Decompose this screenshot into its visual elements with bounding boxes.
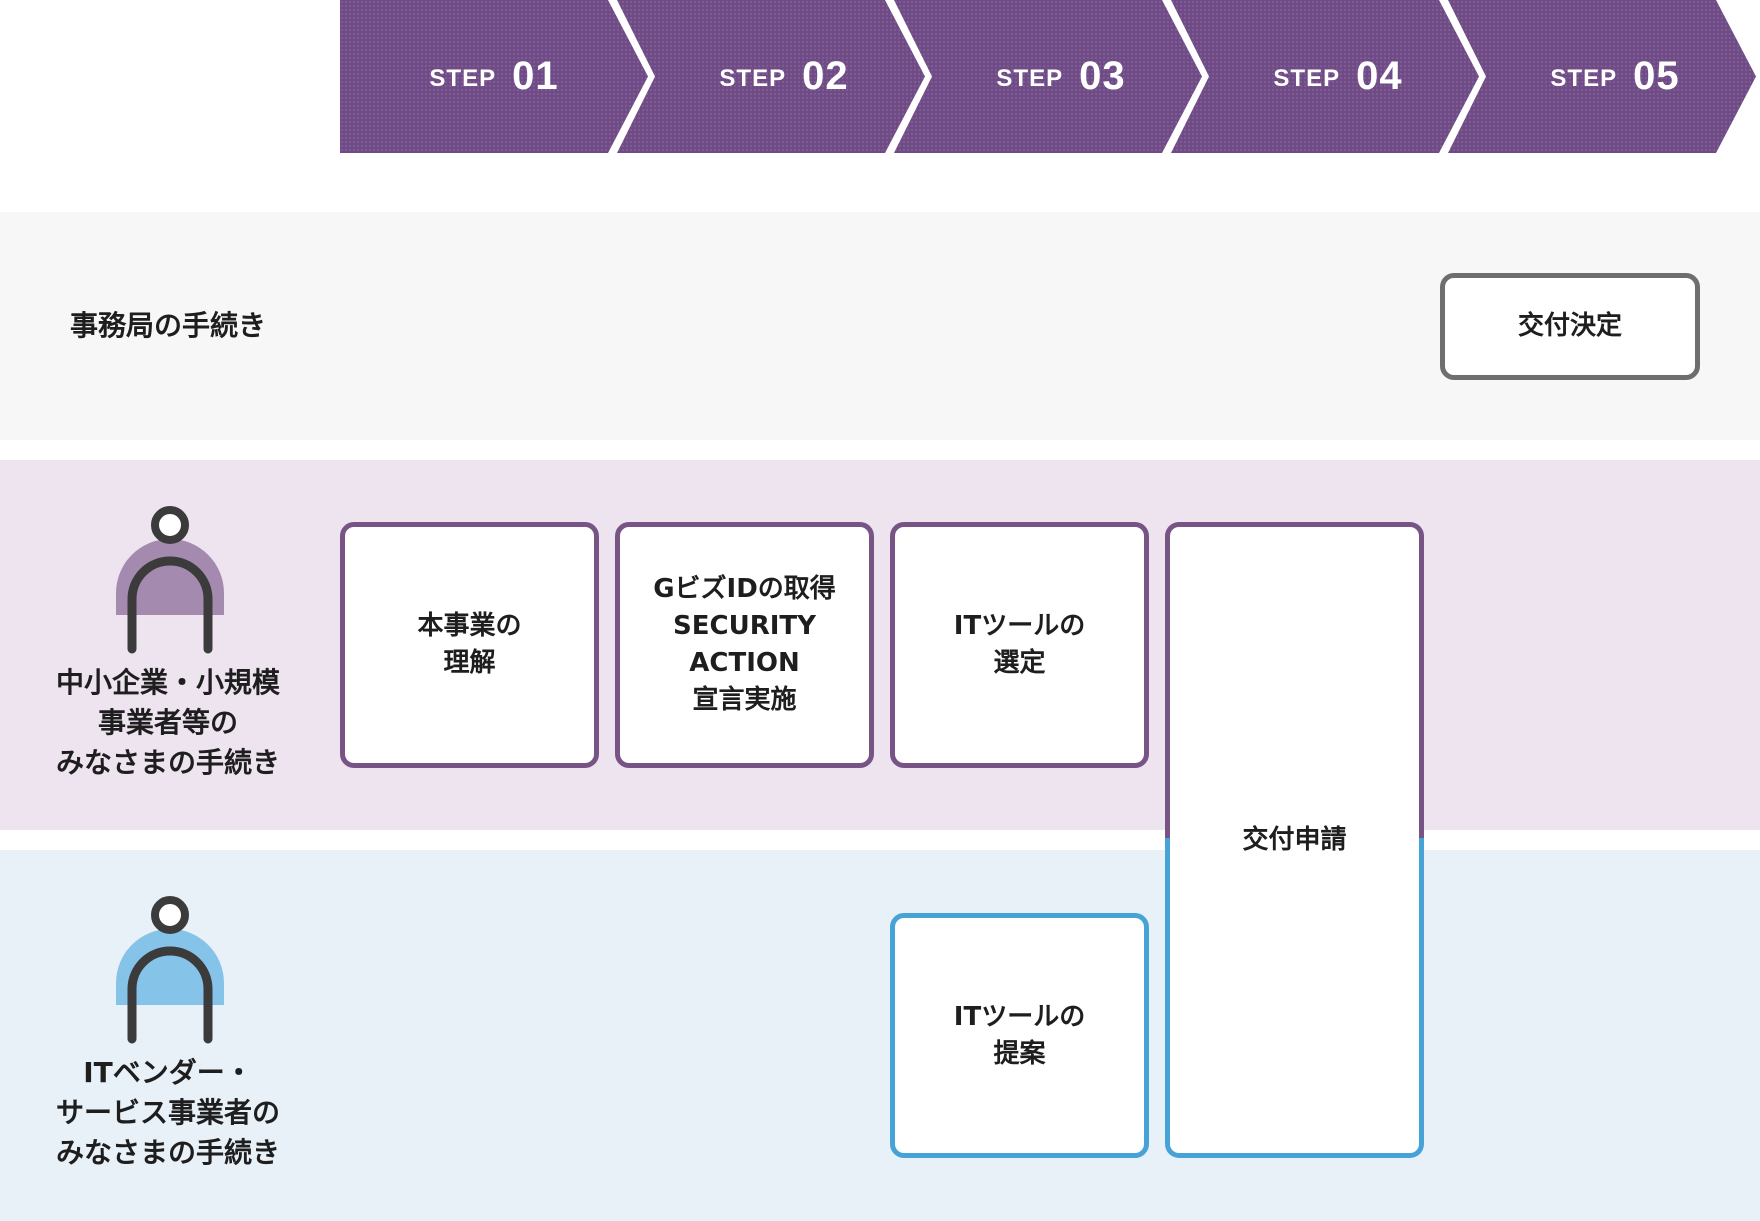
step-word: STEP [429, 64, 497, 92]
person-icon [116, 506, 224, 654]
understand-program-box: 本事業の 理解 [340, 522, 599, 768]
step-word: STEP [1273, 64, 1341, 92]
gbiz-id-security-action-box: GビズIDの取得 SECURITY ACTION 宣言実施 [615, 522, 874, 768]
step-01-chevron: STEP 01 [340, 0, 648, 153]
office-lane-label: 事務局の手続き [69, 309, 266, 342]
step-number: 05 [1633, 54, 1680, 98]
step-number: 01 [512, 54, 559, 98]
step-number: 03 [1079, 54, 1126, 98]
business-lane: 中小企業・小規模 事業者等の みなさまの手続き [0, 460, 1760, 830]
business-lane-label: 中小企業・小規模 事業者等の みなさまの手続き [55, 666, 280, 779]
vendor-lane-label: ITベンダー・ サービス事業者の みなさまの手続き [55, 1056, 280, 1169]
step-02-chevron: STEP 02 [617, 0, 925, 153]
person-icon [116, 896, 224, 1044]
step-04-chevron: STEP 04 [1171, 0, 1479, 153]
step-word: STEP [719, 64, 787, 92]
vendor-lane: ITベンダー・ サービス事業者の みなさまの手続き [0, 850, 1760, 1221]
grant-application-box: 交付申請 [1165, 522, 1424, 1158]
step-number: 04 [1356, 54, 1403, 98]
step-word: STEP [996, 64, 1064, 92]
propose-it-tool-box: ITツールの 提案 [890, 913, 1149, 1158]
grant-decision-box: 交付決定 [1440, 273, 1700, 380]
step-word: STEP [1550, 64, 1618, 92]
select-it-tool-box: ITツールの 選定 [890, 522, 1149, 768]
step-03-chevron: STEP 03 [894, 0, 1202, 153]
step-number: 02 [802, 54, 849, 98]
step-05-chevron: STEP 05 [1448, 0, 1756, 153]
